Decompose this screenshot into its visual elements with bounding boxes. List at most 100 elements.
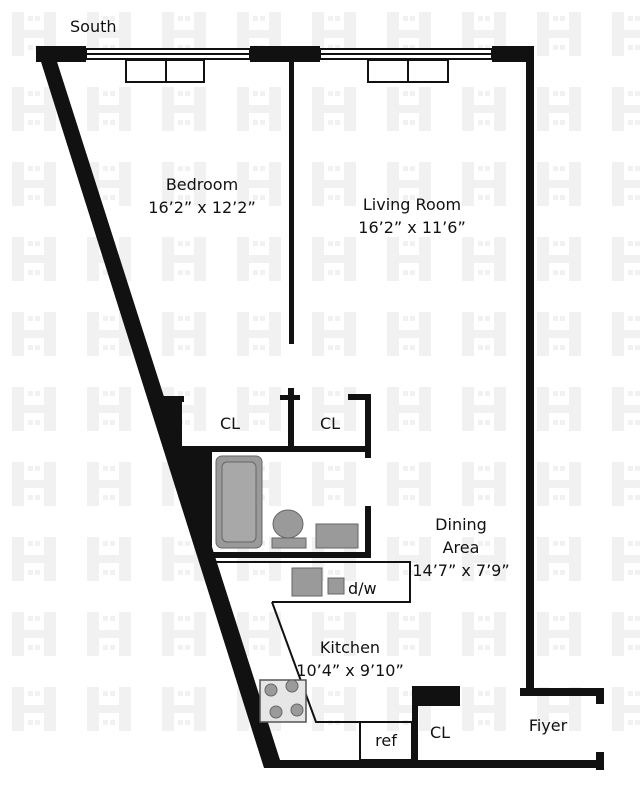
h-logo-part bbox=[253, 241, 258, 246]
h-logo-part bbox=[560, 270, 565, 275]
h-logo-part bbox=[474, 405, 494, 413]
h-logo-part bbox=[185, 316, 190, 321]
kitchen-counters bbox=[214, 561, 413, 761]
h-logo-part bbox=[410, 270, 415, 275]
h-logo-part bbox=[335, 120, 340, 125]
h-logo-part bbox=[178, 241, 183, 246]
h-logo-part bbox=[237, 312, 249, 356]
h-logo-part bbox=[44, 162, 56, 206]
h-logo-part bbox=[624, 705, 640, 713]
h-logo-icon bbox=[462, 462, 506, 506]
h-logo-part bbox=[553, 45, 558, 50]
h-logo-part bbox=[403, 91, 408, 96]
h-logo-icon bbox=[387, 162, 431, 206]
h-logo-part bbox=[478, 345, 483, 350]
h-logo-part bbox=[103, 316, 108, 321]
h-logo-part bbox=[24, 255, 44, 263]
h-logo-part bbox=[312, 612, 324, 656]
h-logo-part bbox=[335, 495, 340, 500]
bathroom-wall-wedge bbox=[170, 448, 212, 552]
h-logo-icon bbox=[162, 87, 206, 131]
h-logo-part bbox=[403, 495, 408, 500]
h-logo-part bbox=[635, 16, 640, 21]
h-logo-part bbox=[24, 30, 44, 38]
h-logo-icon bbox=[387, 312, 431, 356]
h-logo-part bbox=[628, 720, 633, 725]
h-logo-part bbox=[324, 180, 344, 188]
h-logo-part bbox=[624, 105, 640, 113]
h-logo-part bbox=[324, 30, 344, 38]
h-logo-part bbox=[612, 87, 624, 131]
h-logo-part bbox=[328, 616, 333, 621]
h-logo-part bbox=[335, 420, 340, 425]
h-logo-part bbox=[253, 91, 258, 96]
h-logo-part bbox=[403, 316, 408, 321]
closet-wall-left-top bbox=[160, 396, 184, 402]
h-logo-part bbox=[628, 645, 633, 650]
h-logo-part bbox=[549, 630, 569, 638]
h-logo-part bbox=[399, 255, 419, 263]
h-logo-part bbox=[253, 195, 258, 200]
h-logo-part bbox=[419, 312, 431, 356]
closet-divider bbox=[288, 388, 294, 446]
h-logo-part bbox=[553, 195, 558, 200]
dining-area-label-line1: Dining bbox=[435, 515, 487, 534]
h-logo-part bbox=[344, 387, 356, 431]
h-logo-part bbox=[103, 345, 108, 350]
h-logo-icon bbox=[387, 12, 431, 56]
h-logo-part bbox=[237, 87, 249, 131]
h-logo-part bbox=[162, 12, 174, 56]
h-logo-part bbox=[28, 120, 33, 125]
h-logo-part bbox=[24, 405, 44, 413]
h-logo-icon bbox=[237, 387, 281, 431]
h-logo-part bbox=[28, 45, 33, 50]
h-logo-part bbox=[399, 180, 419, 188]
h-logo-part bbox=[335, 645, 340, 650]
h-logo-part bbox=[494, 537, 506, 581]
h-logo-part bbox=[12, 237, 24, 281]
h-logo-part bbox=[178, 270, 183, 275]
h-logo-part bbox=[474, 30, 494, 38]
h-logo-part bbox=[12, 537, 24, 581]
h-logo-part bbox=[249, 405, 269, 413]
h-logo-icon bbox=[87, 387, 131, 431]
h-logo-part bbox=[628, 420, 633, 425]
h-logo-part bbox=[494, 462, 506, 506]
h-logo-part bbox=[312, 87, 324, 131]
h-logo-part bbox=[624, 30, 640, 38]
h-logo-part bbox=[35, 241, 40, 246]
h-logo-part bbox=[174, 330, 194, 338]
h-logo-icon bbox=[12, 612, 56, 656]
h-logo-part bbox=[537, 462, 549, 506]
h-logo-part bbox=[174, 255, 194, 263]
h-logo-part bbox=[35, 466, 40, 471]
h-logo-part bbox=[612, 12, 624, 56]
h-logo-part bbox=[103, 270, 108, 275]
h-logo-part bbox=[103, 495, 108, 500]
h-logo-part bbox=[635, 466, 640, 471]
right-exterior-wall bbox=[526, 56, 534, 694]
h-logo-part bbox=[494, 687, 506, 731]
h-logo-part bbox=[553, 241, 558, 246]
h-logo-part bbox=[110, 616, 115, 621]
foyer-label: Fiyer bbox=[529, 716, 568, 735]
h-logo-part bbox=[335, 345, 340, 350]
h-logo-part bbox=[253, 570, 258, 575]
h-logo-part bbox=[387, 612, 399, 656]
h-logo-part bbox=[635, 345, 640, 350]
h-logo-part bbox=[12, 162, 24, 206]
h-logo-part bbox=[335, 391, 340, 396]
h-logo-part bbox=[24, 105, 44, 113]
h-logo-part bbox=[560, 195, 565, 200]
h-logo-part bbox=[628, 45, 633, 50]
h-logo-part bbox=[194, 387, 206, 431]
h-logo-part bbox=[569, 612, 581, 656]
h-logo-part bbox=[253, 391, 258, 396]
h-logo-part bbox=[478, 166, 483, 171]
h-logo-part bbox=[312, 462, 324, 506]
closet-bathroom-wall bbox=[176, 446, 371, 452]
h-logo-part bbox=[569, 12, 581, 56]
h-logo-part bbox=[403, 120, 408, 125]
h-logo-icon bbox=[312, 87, 356, 131]
h-logo-part bbox=[185, 691, 190, 696]
